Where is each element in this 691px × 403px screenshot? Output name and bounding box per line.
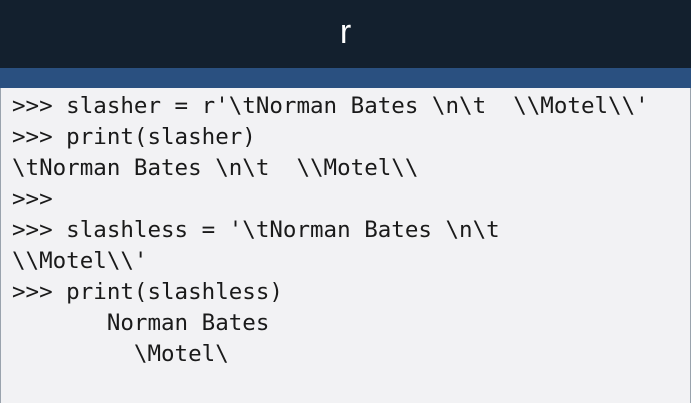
console-output: >>> slasher = r'\tNorman Bates \n\t \\Mo… <box>0 88 691 403</box>
accent-bar <box>0 68 691 88</box>
slide-title: r <box>339 13 352 51</box>
console-line: >>> slasher = r'\tNorman Bates \n\t \\Mo… <box>12 93 649 119</box>
title-bar: r <box>0 0 691 68</box>
console-line: \\Motel\\' <box>12 248 148 274</box>
console-line: Norman Bates <box>12 310 270 336</box>
console-line: >>> <box>12 186 53 212</box>
console-line: >>> print(slasher) <box>12 124 256 150</box>
console-line: >>> slashless = '\tNorman Bates \n\t <box>12 217 500 243</box>
console-lines: >>> slasher = r'\tNorman Bates \n\t \\Mo… <box>12 91 649 370</box>
console-line: \Motel\ <box>12 341 229 367</box>
console-line: >>> print(slashless) <box>12 279 283 305</box>
console-line: \tNorman Bates \n\t \\Motel\\ <box>12 155 419 181</box>
